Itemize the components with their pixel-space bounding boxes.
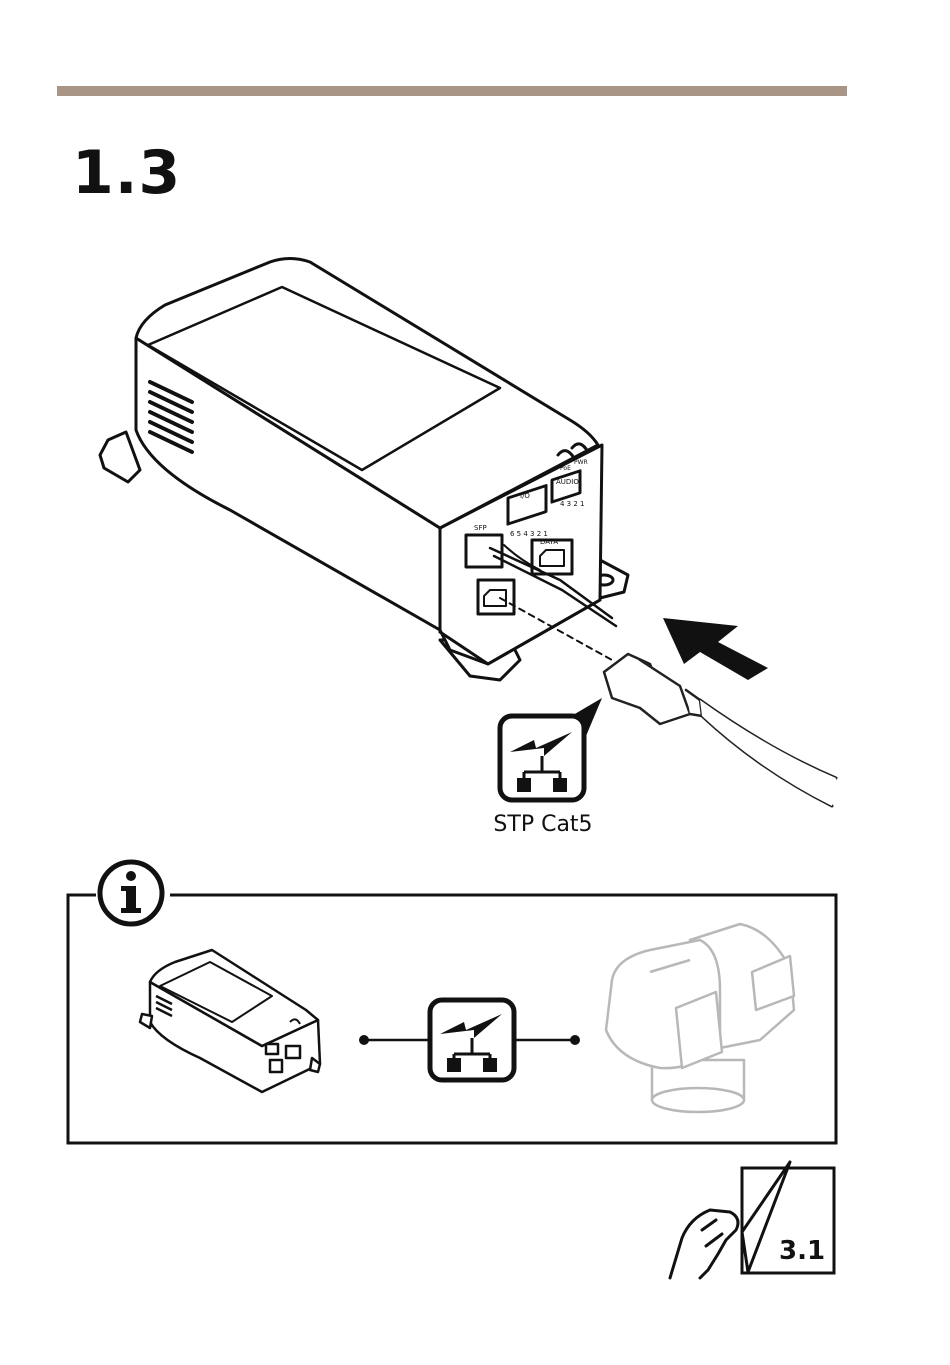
led-label-poe: PoE bbox=[560, 465, 571, 472]
page-reference: 3.1 bbox=[779, 1236, 825, 1266]
port-label-data: DATA bbox=[540, 538, 558, 546]
ptz-camera-icon bbox=[606, 924, 794, 1112]
cable-label: STP Cat5 bbox=[478, 812, 608, 837]
header-rule bbox=[57, 86, 847, 96]
step-number: 1.3 bbox=[72, 138, 181, 208]
led-label-pwr: PWR bbox=[574, 459, 588, 466]
port-label-sfp: SFP bbox=[474, 524, 487, 532]
midspan-device-icon bbox=[140, 950, 320, 1092]
port-label-audio: AUDIO bbox=[556, 478, 579, 486]
port-label-io: I/O bbox=[520, 492, 530, 500]
network-icon bbox=[500, 716, 584, 800]
device-illustration: SFP I/O 6 5 4 3 2 1 AUDIO 4 3 2 1 DATA P… bbox=[0, 240, 950, 840]
port-label-audio-pins: 4 3 2 1 bbox=[560, 500, 585, 508]
port-label-io-pins: 6 5 4 3 2 1 bbox=[510, 530, 548, 538]
connection-diagram bbox=[66, 893, 838, 1145]
insert-arrow-icon bbox=[663, 618, 768, 680]
network-icon-small bbox=[430, 1000, 514, 1080]
page-turn-icon bbox=[660, 1158, 850, 1288]
